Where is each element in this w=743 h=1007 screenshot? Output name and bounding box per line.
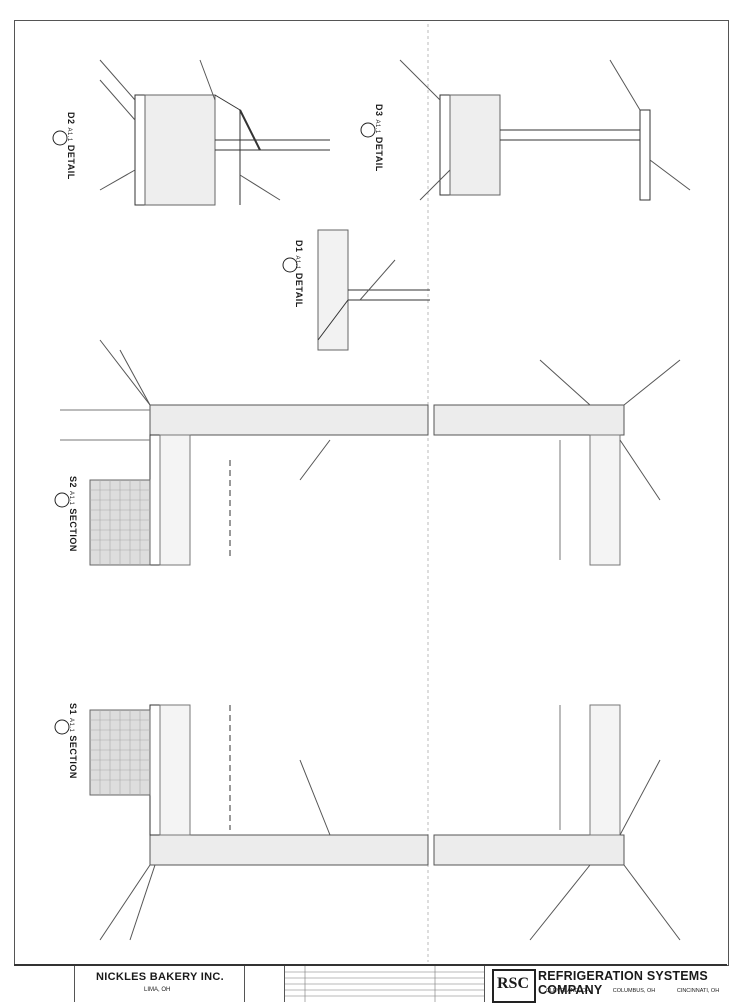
section-s2-label: S2 A1.1 SECTION — [68, 476, 78, 552]
title-block-stamp-cell — [14, 966, 74, 1002]
detail-d1-label: D1 A1.1 DETAIL — [294, 240, 304, 308]
detail-d2-sheet: A1.1 — [66, 127, 72, 142]
detail-d2-label: D2 A1.1 DETAIL — [66, 112, 76, 180]
revision-table-lines — [285, 966, 485, 1002]
detail-d2-title: DETAIL — [66, 144, 76, 180]
office-3: CINCINNATI, OH — [676, 988, 720, 994]
title-block-client-cell — [74, 966, 245, 1002]
section-s1-number: S1 — [68, 703, 78, 716]
company-logo-mark: RSC — [497, 975, 530, 992]
company-name: REFRIGERATION SYSTEMS COMPANY — [538, 969, 708, 997]
section-s2-sheet: A1.1 — [68, 491, 74, 506]
title-block: NICKLES BAKERY INC. LIMA, OH RSC REFRIGE… — [14, 964, 728, 1003]
section-s2-title: SECTION — [68, 508, 78, 552]
section-s1-sheet: A1.1 — [68, 718, 74, 733]
detail-d3-sheet: A1.1 — [374, 119, 380, 134]
office-2: COLUMBUS, OH — [612, 988, 656, 994]
detail-d3-linework — [399, 59, 691, 201]
section-s1-linework — [89, 704, 681, 941]
section-s1-label: S1 A1.1 SECTION — [68, 703, 78, 779]
title-block-company-cell — [484, 966, 728, 1002]
detail-d1-sheet: A1.1 — [294, 255, 300, 270]
client-location: LIMA, OH — [144, 987, 171, 993]
section-s2-number: S2 — [68, 476, 78, 489]
section-s2-linework — [60, 339, 681, 566]
detail-d2-number: D2 — [66, 112, 76, 125]
detail-d2-linework — [99, 59, 330, 206]
office-1: CLEVELAND, OH — [545, 988, 590, 994]
title-block-revisions-cell — [284, 966, 485, 1002]
detail-d1-number: D1 — [294, 240, 304, 253]
client-name: NICKLES BAKERY INC. — [96, 971, 224, 983]
detail-d1-title: DETAIL — [294, 272, 304, 308]
detail-d1-linework — [317, 229, 430, 351]
section-s1-title: SECTION — [68, 735, 78, 779]
detail-d3-title: DETAIL — [374, 136, 384, 172]
title-block-spacer-cell — [244, 966, 285, 1002]
detail-d3-label: D3 A1.1 DETAIL — [374, 104, 384, 172]
detail-d3-number: D3 — [374, 104, 384, 117]
company-logo: RSC — [492, 969, 536, 1003]
